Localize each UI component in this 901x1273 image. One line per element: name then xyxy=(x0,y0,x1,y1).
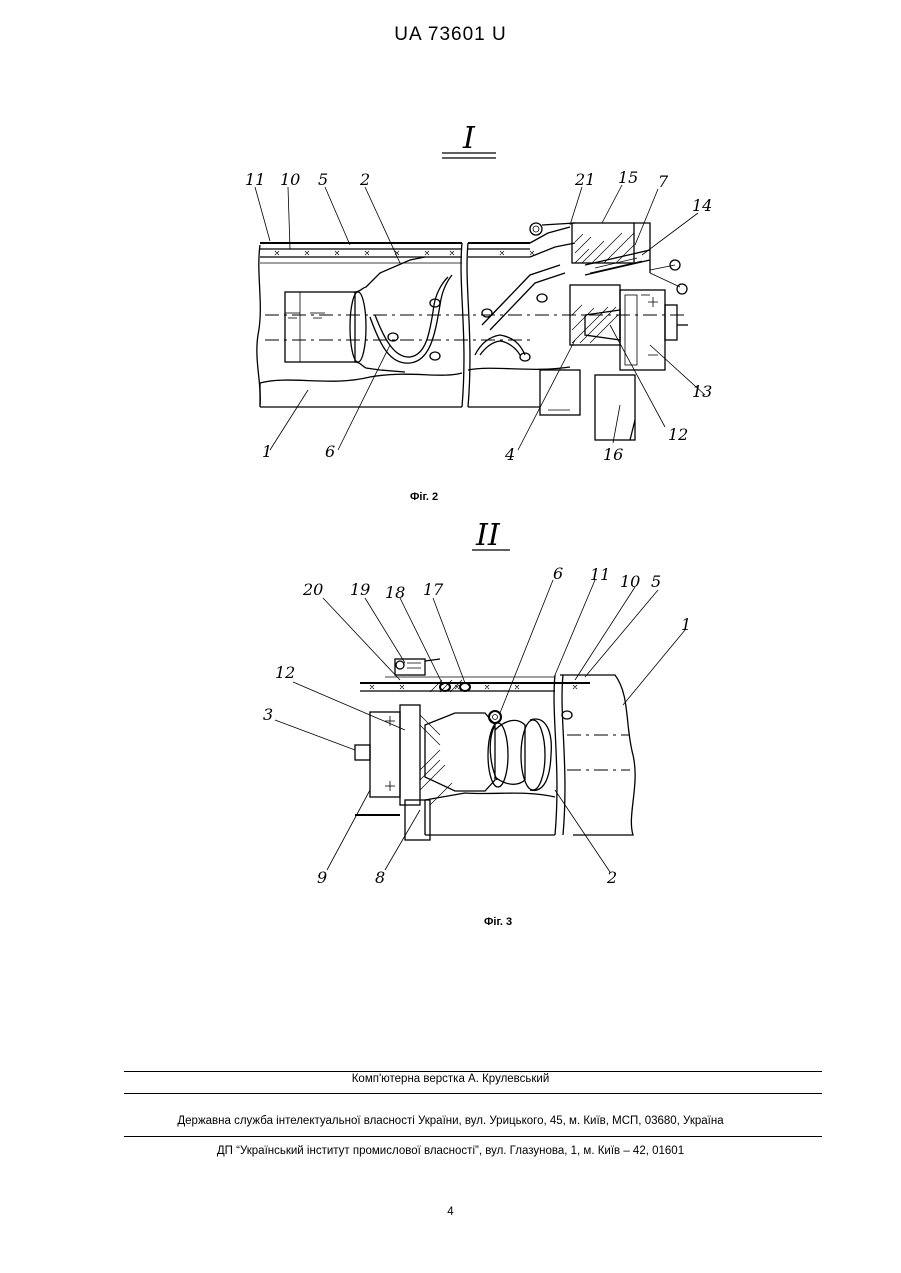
fig3-label-3: 3 xyxy=(263,705,273,724)
fig2-label-15: 15 xyxy=(618,168,638,187)
fig2-label-6: 6 xyxy=(325,442,335,461)
fig3-label-5: 5 xyxy=(651,572,661,591)
patent-number-header: UA 73601 U xyxy=(0,24,901,46)
fig3-label-17: 17 xyxy=(423,580,444,599)
fig3-label-12: 12 xyxy=(275,663,295,682)
figure-2-drawing: 11 10 5 2 21 15 7 14 13 12 16 4 6 1 xyxy=(230,165,730,465)
fig2-label-4: 4 xyxy=(504,445,515,464)
page-number: 4 xyxy=(0,1206,901,1218)
fig3-label-9: 9 xyxy=(317,868,327,887)
footer-divider-middle xyxy=(124,1093,822,1094)
fig3-label-18: 18 xyxy=(385,583,405,602)
fig3-label-20: 20 xyxy=(302,580,323,599)
footer-divider-top xyxy=(124,1071,822,1072)
fig2-label-1: 1 xyxy=(262,442,272,461)
figure-3-drawing: 20 19 18 17 6 11 10 5 1 12 3 9 8 2 xyxy=(255,565,675,895)
fig2-label-13: 13 xyxy=(692,382,712,401)
footer-ip-service-address: Державна служба інтелектуальної власност… xyxy=(0,1115,901,1127)
fig2-label-5: 5 xyxy=(318,170,328,189)
fig2-label-11: 11 xyxy=(245,170,265,189)
fig2-label-14: 14 xyxy=(692,196,712,215)
fig3-label-1: 1 xyxy=(681,615,691,634)
figure-2-section-mark-underline xyxy=(440,150,500,162)
fig2-label-7: 7 xyxy=(658,172,669,191)
fig2-label-21: 21 xyxy=(574,170,595,189)
fig2-label-2: 2 xyxy=(359,170,370,189)
fig3-label-10: 10 xyxy=(620,572,640,591)
fig2-label-12: 12 xyxy=(668,425,688,444)
fig3-label-2: 2 xyxy=(606,868,617,887)
fig2-label-10: 10 xyxy=(280,170,300,189)
footer-layout-credit: Комп'ютерна верстка А. Крулевський xyxy=(0,1073,901,1085)
figure-3-section-mark-underline xyxy=(470,547,515,557)
footer-divider-bottom xyxy=(124,1136,822,1137)
fig3-label-6: 6 xyxy=(553,564,563,583)
fig3-label-11: 11 xyxy=(590,565,610,584)
fig2-label-16: 16 xyxy=(603,445,623,464)
fig3-label-8: 8 xyxy=(375,868,385,887)
footer-institute-address: ДП “Український інститут промислової вла… xyxy=(0,1145,901,1157)
fig3-label-19: 19 xyxy=(350,580,370,599)
figure-2-caption: Фіг. 2 xyxy=(410,491,438,503)
figure-3-caption: Фіг. 3 xyxy=(484,916,512,928)
